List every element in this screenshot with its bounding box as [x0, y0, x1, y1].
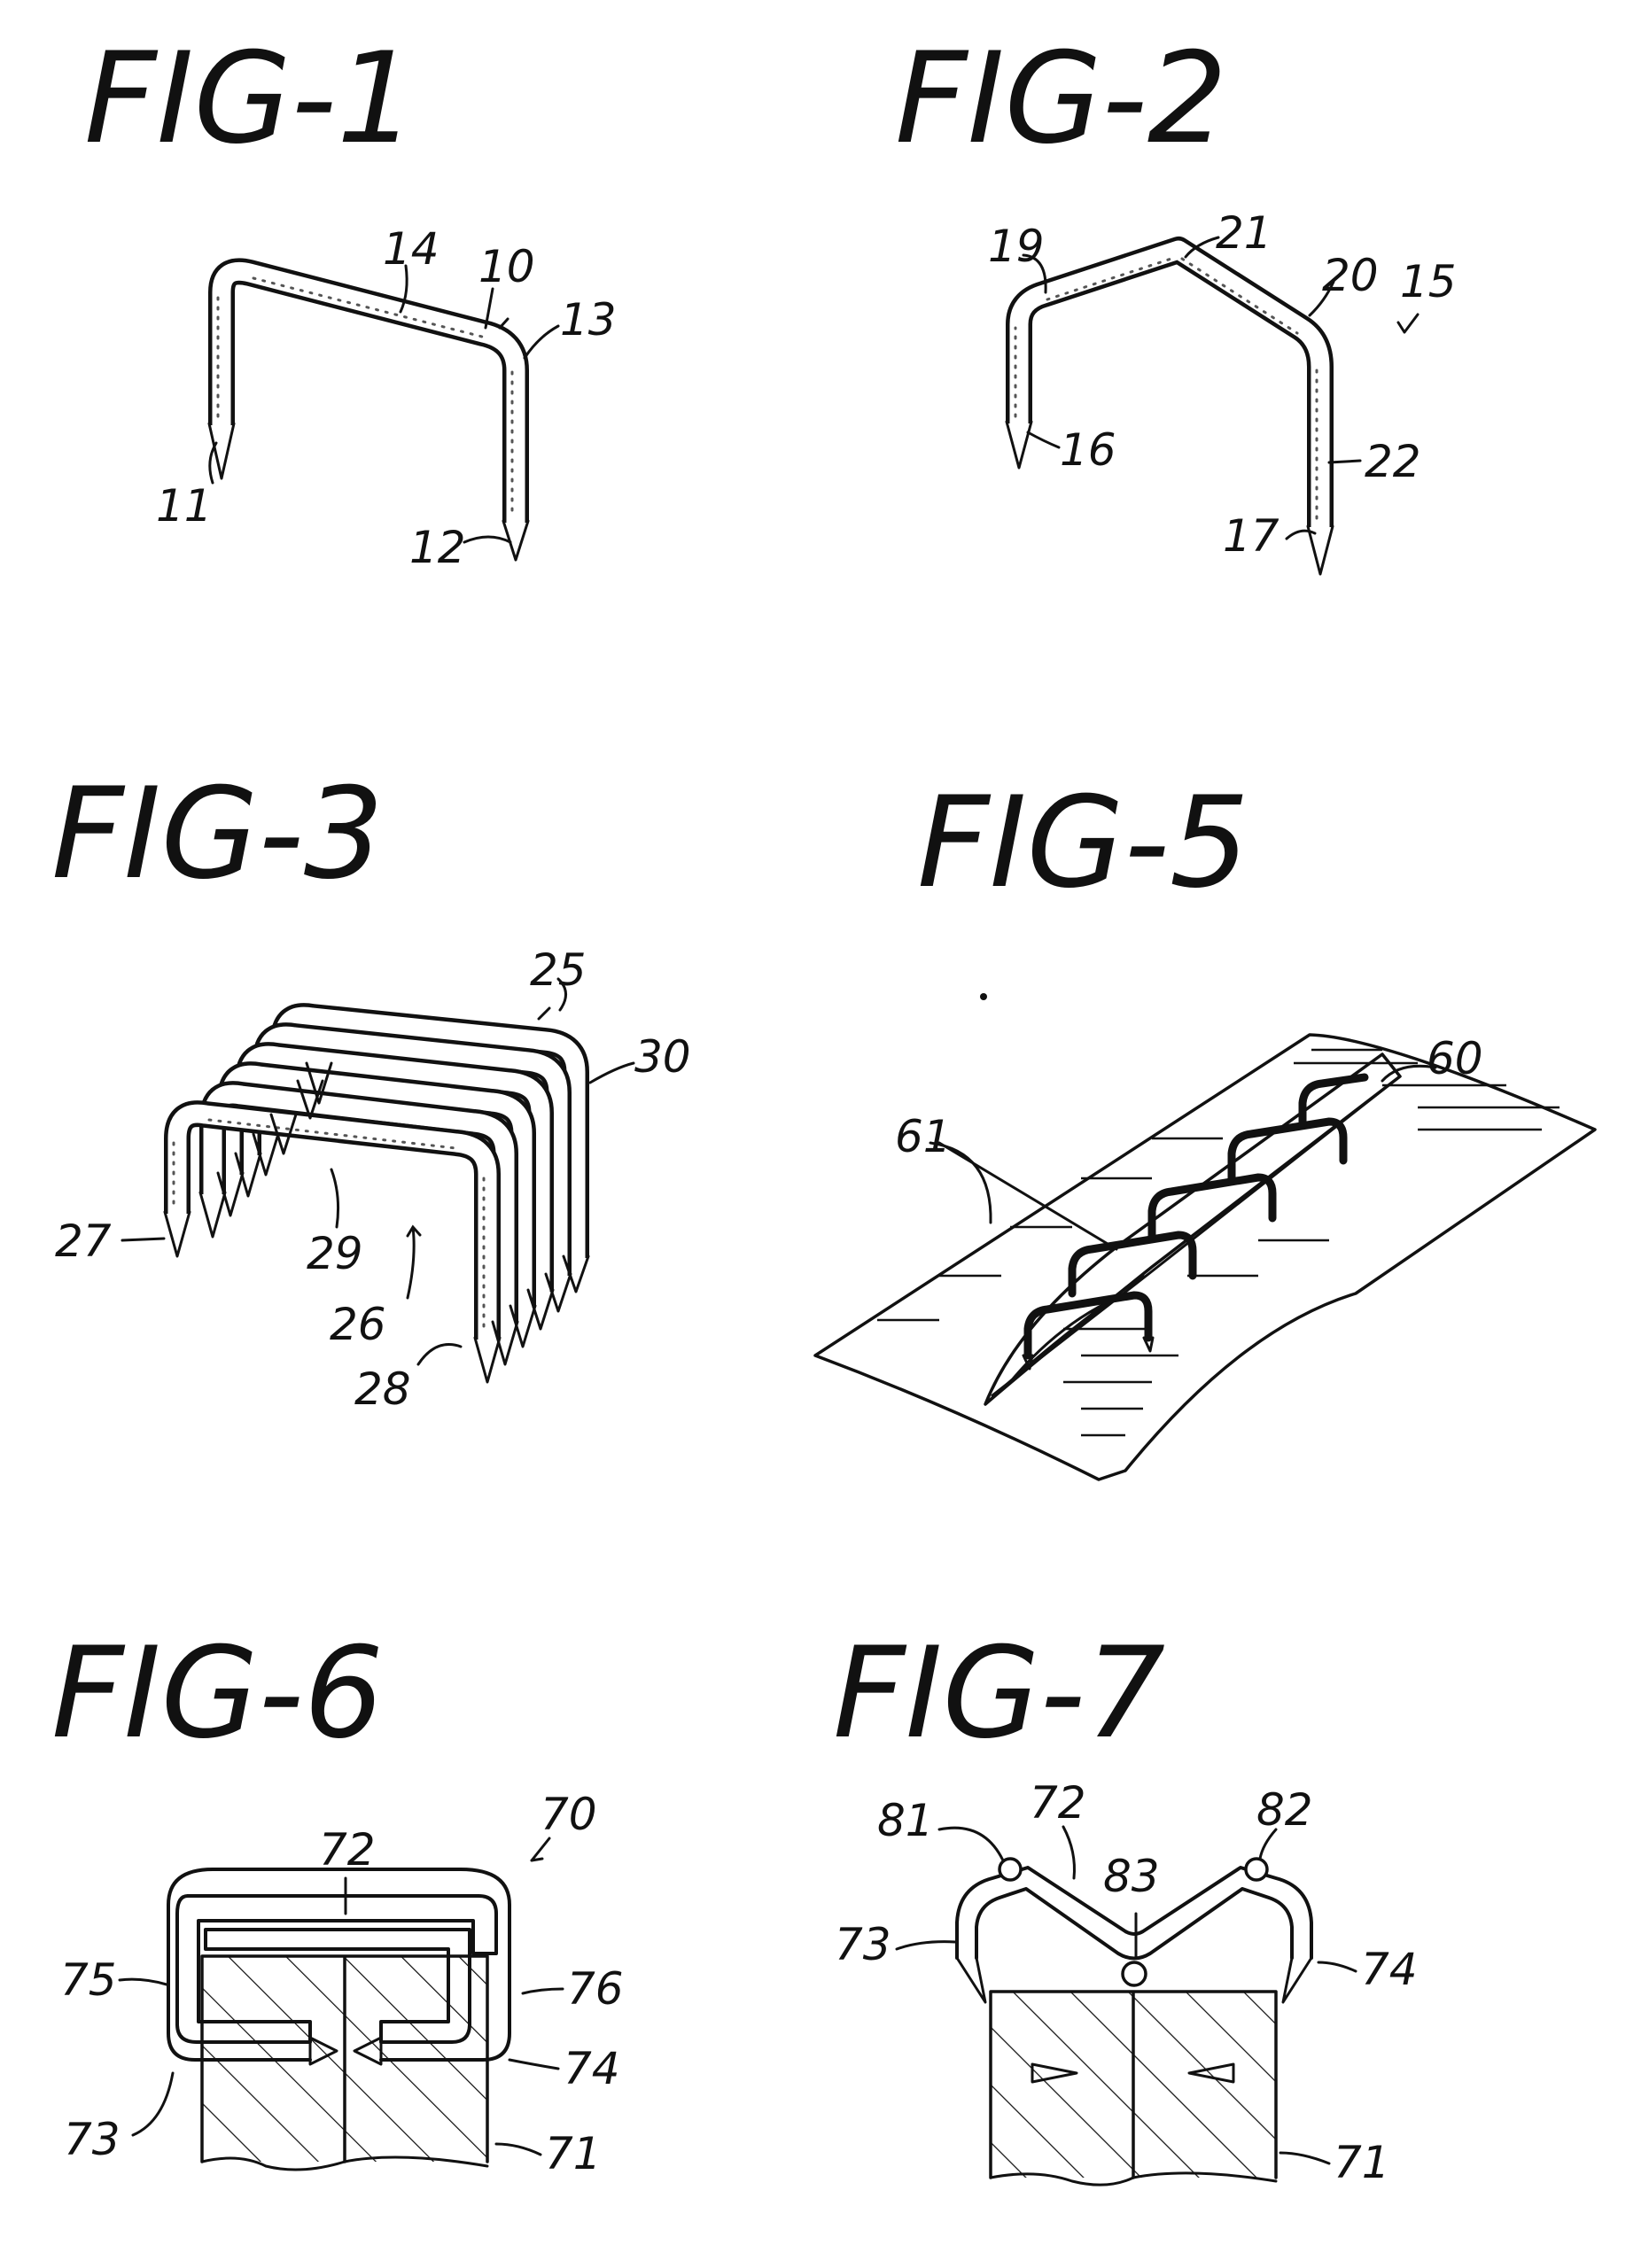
skin-surface-hatching: [877, 1048, 1560, 1437]
figure-5-title: FIG-5: [917, 770, 1249, 916]
ref-60: 60: [1427, 1033, 1483, 1084]
figure-1: FIG-1 11 12 14 10 13: [84, 26, 617, 573]
ref-74: 74: [564, 2043, 620, 2094]
ref-22: 22: [1365, 436, 1421, 487]
ref-19: 19: [988, 221, 1045, 272]
pin-81: [998, 1857, 1023, 1882]
ref-61: 61: [895, 1111, 952, 1162]
ref-20: 20: [1322, 250, 1379, 301]
ref-30: 30: [634, 1031, 691, 1083]
ref-73: 73: [64, 2114, 121, 2165]
figure-3: FIG-3: [51, 761, 691, 1415]
ref-28: 28: [354, 1363, 411, 1415]
pin-83: [1121, 1961, 1147, 1987]
figure-3-title: FIG-3: [51, 761, 384, 907]
ref-74-fig7: 74: [1361, 1944, 1418, 1995]
figure-6-title: FIG-6: [51, 1620, 384, 1767]
staple-drawing-fig1: [207, 258, 560, 562]
pin-82: [1244, 1857, 1269, 1882]
ref-72-fig7: 72: [1030, 1777, 1086, 1829]
ref-73-fig7: 73: [835, 1919, 891, 1970]
staple-stack-drawing-fig3: [121, 977, 635, 1384]
ref-27: 27: [55, 1216, 112, 1267]
ref-10: 10: [478, 241, 535, 292]
figure-7-title: FIG-7: [833, 1620, 1165, 1767]
ref-13: 14: [383, 223, 439, 275]
staple-drawing-fig2: [1005, 236, 1420, 576]
ref-82: 82: [1256, 1784, 1313, 1836]
ref-29: 29: [307, 1228, 363, 1279]
ref-26: 26: [330, 1299, 386, 1350]
ref-11: 11: [156, 480, 213, 532]
ref-71: 71: [545, 2128, 602, 2179]
figure-7: FIG-7 81: [833, 1620, 1418, 2188]
closure-staples: [1022, 1073, 1369, 1371]
ref-15: 15: [1400, 256, 1457, 307]
ref-25: 25: [530, 944, 587, 996]
open-staple-section-fig7: [895, 1825, 1357, 2186]
ref-71-fig7: 71: [1334, 2137, 1390, 2188]
ref-76: 76: [567, 1963, 624, 2015]
ref-83: 83: [1103, 1851, 1160, 1902]
ref-12: 12: [409, 522, 466, 573]
ref-14: 13: [560, 294, 617, 346]
ref-81: 81: [877, 1795, 934, 1846]
figure-6: FIG-6 72 70 75 76: [51, 1620, 624, 2179]
figure-1-title: FIG-1: [84, 26, 416, 172]
figure-5: FIG-5: [813, 770, 1597, 1481]
ref-75: 75: [60, 1954, 117, 2006]
ref-21: 21: [1216, 207, 1272, 259]
ref-70: 70: [541, 1789, 597, 1840]
wound-closure-drawing-fig5: [813, 993, 1597, 1481]
figure-2: FIG-2 19 21 20 15 16 22 17: [895, 26, 1457, 576]
figure-2-title: FIG-2: [895, 26, 1227, 172]
ref-16: 16: [1060, 424, 1116, 476]
ref-17: 17: [1223, 510, 1280, 562]
closed-staple-section-fig6: [118, 1837, 564, 2171]
ref-72: 72: [319, 1824, 376, 1876]
